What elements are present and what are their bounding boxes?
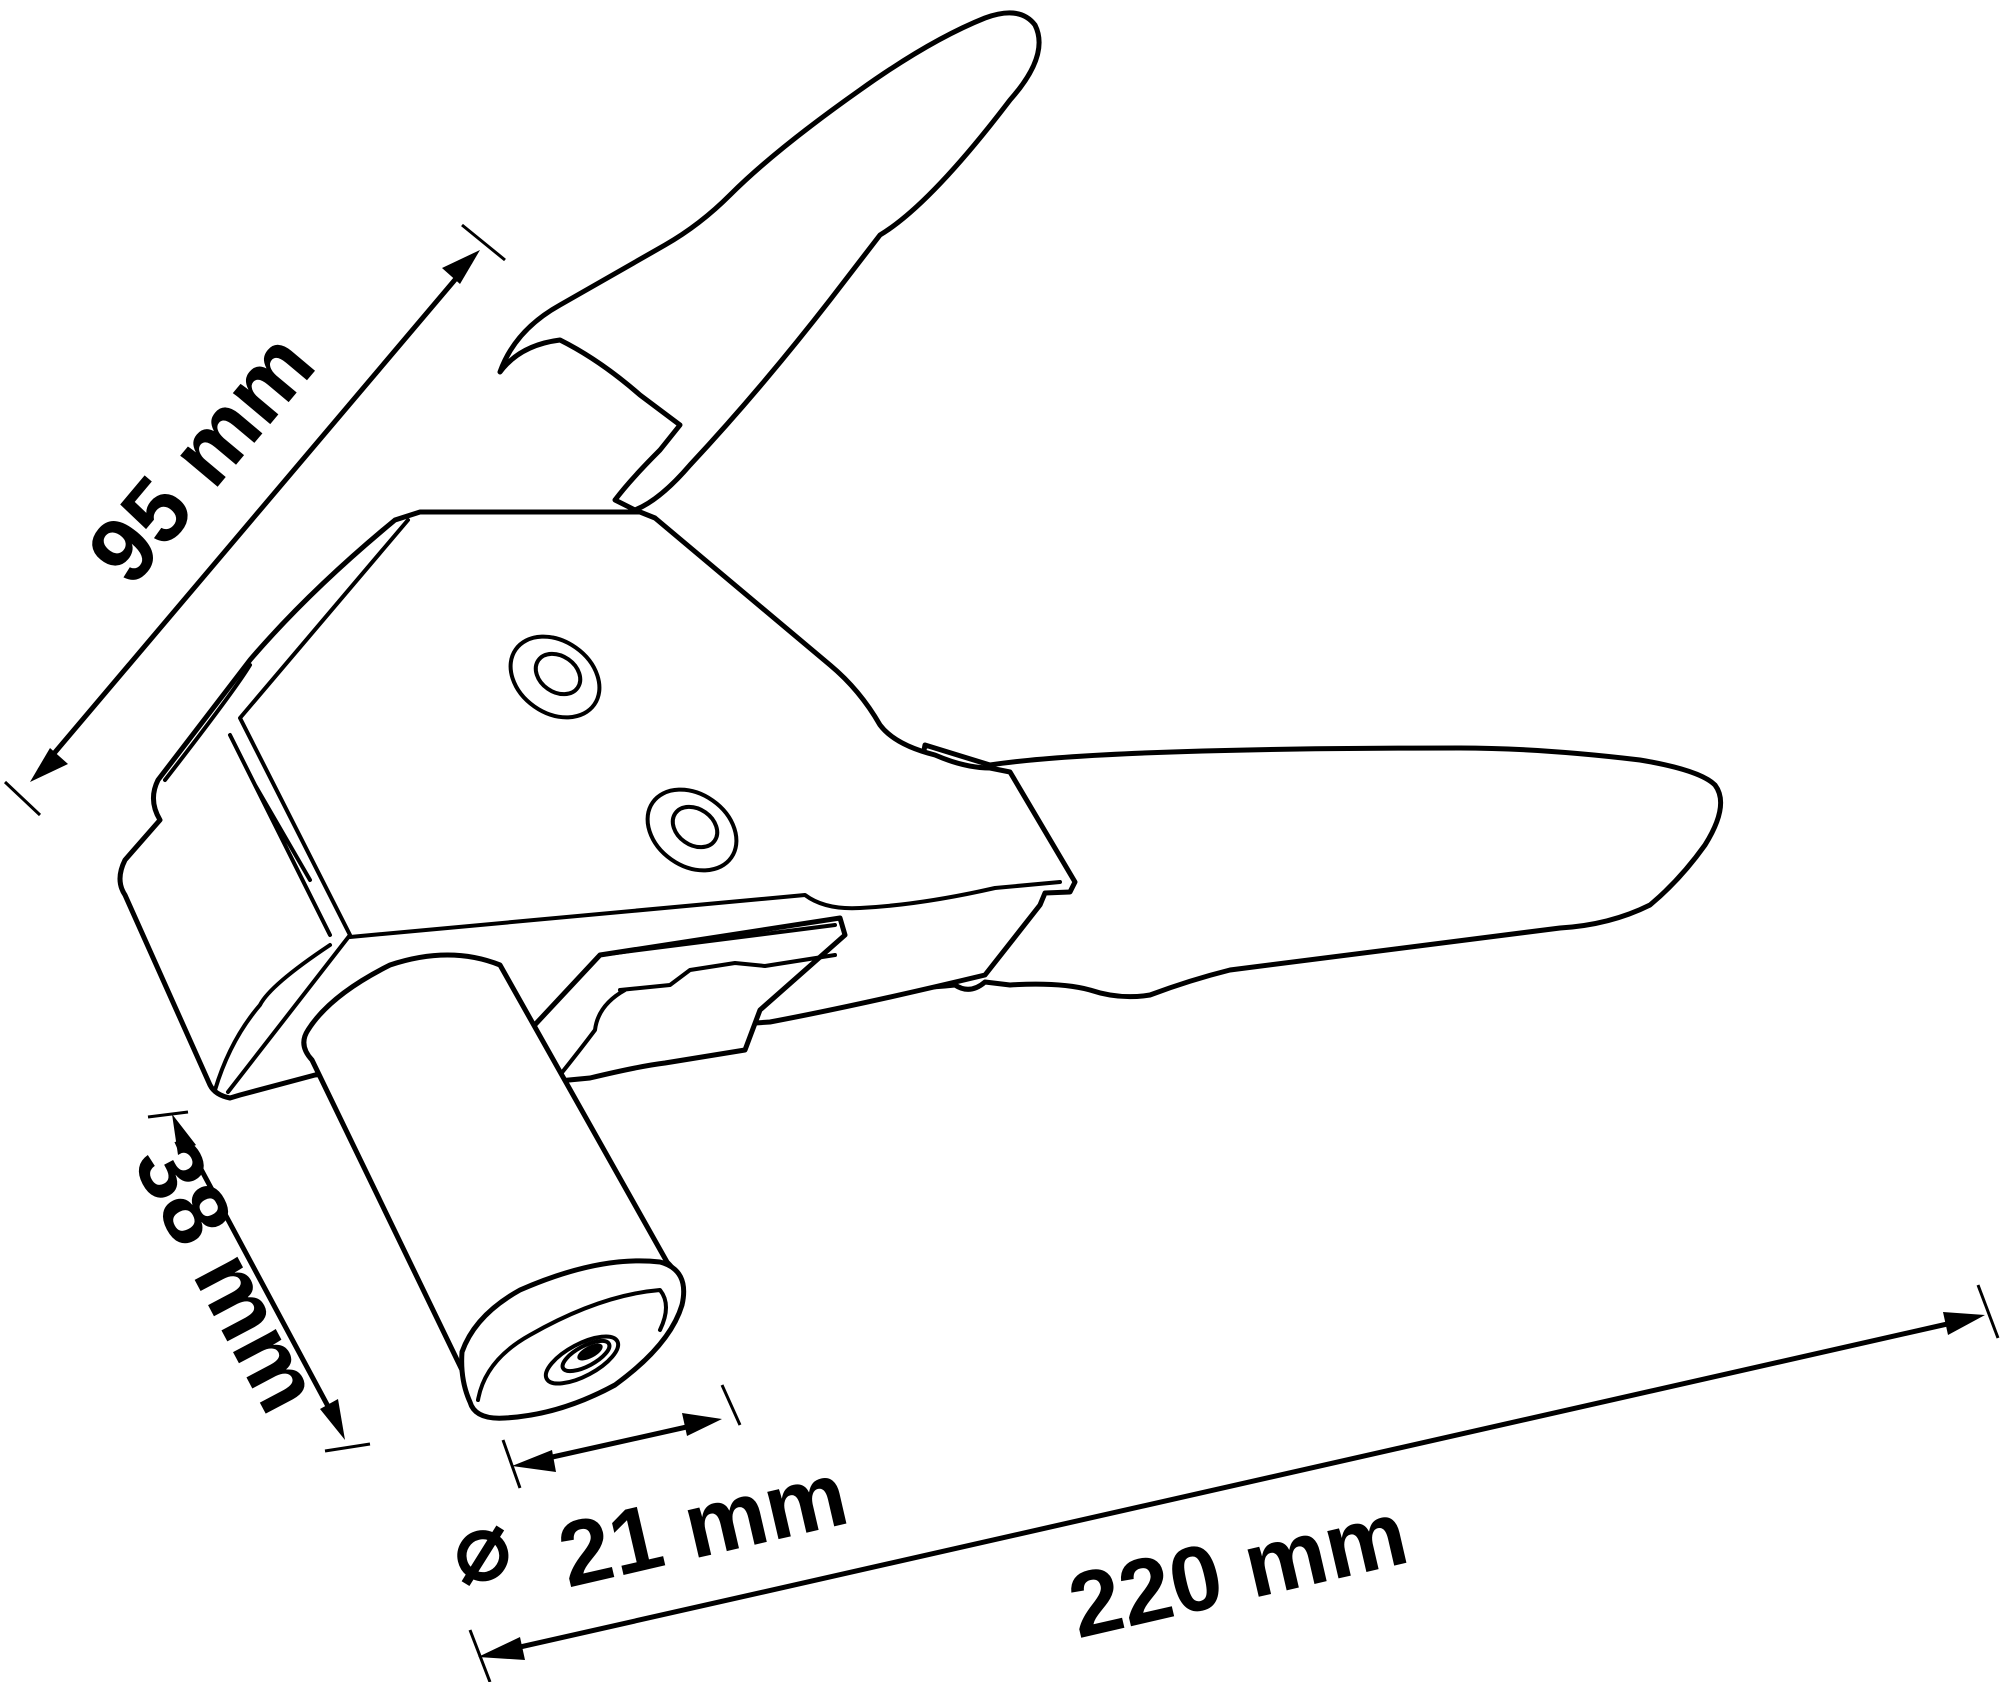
pivot-pin-upper [508, 634, 602, 720]
tick-95-top [461, 223, 506, 262]
arrow-38-top [172, 1114, 196, 1155]
jaw-mechanism [527, 915, 848, 1085]
pivot-pin-lower [645, 787, 739, 873]
arrow-21-left [512, 1450, 556, 1472]
dimension-line-38 [177, 1127, 341, 1428]
nosepiece-face [459, 1258, 687, 1421]
upper-handle [497, 10, 1042, 513]
arrow-21-right [682, 1413, 722, 1436]
arrow-220-right [1943, 1312, 1985, 1335]
tick-38-top [147, 1110, 189, 1119]
arrow-95-bottom [30, 748, 68, 782]
rivet-tool-drawing [117, 10, 1724, 1421]
arrow-220-left [478, 1637, 525, 1660]
tick-95-bottom [3, 780, 42, 817]
tick-21-right [720, 1384, 742, 1426]
side-plate-curve [213, 943, 332, 1092]
dimension-line-220 [495, 1317, 1968, 1655]
tool-head-body [117, 509, 1078, 1101]
diameter-symbol: ⌀ [443, 1492, 520, 1604]
dimension-38mm: 38 mm [114, 1110, 371, 1453]
tick-220-right [1976, 1284, 2000, 1339]
arrow-38-bottom [320, 1399, 345, 1440]
dimension-label-38mm: 38 mm [114, 1123, 341, 1428]
lower-handle [877, 742, 1724, 1000]
jaw-upper-line [348, 880, 1062, 939]
dimension-line-95 [37, 259, 473, 773]
tick-38-bottom [324, 1442, 371, 1453]
jaw-teeth [558, 923, 837, 1077]
tick-21-left [501, 1439, 522, 1489]
dimension-label-220mm: 220 mm [1060, 1482, 1417, 1658]
arrow-95-top [442, 250, 480, 284]
tick-220-left [468, 1629, 492, 1682]
dimension-line-21 [527, 1421, 703, 1465]
side-plate-rail [163, 663, 332, 937]
side-plate-edge [226, 518, 410, 1094]
dimension-label-95mm: 95 mm [68, 314, 334, 603]
